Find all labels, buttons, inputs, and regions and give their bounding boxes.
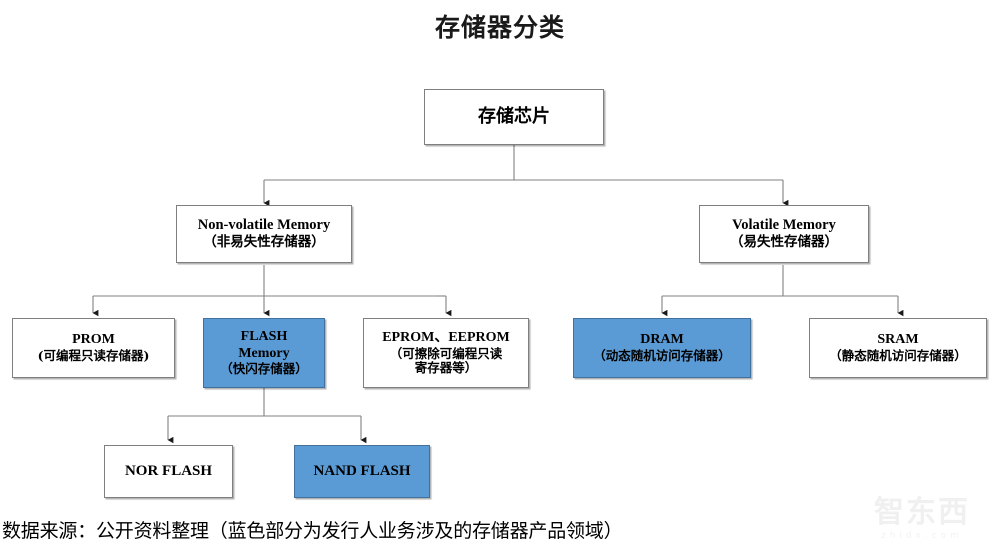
node-nand-flash[interactable]: NAND FLASH — [294, 445, 430, 498]
node-eprom-eeprom[interactable]: EPROM、EEPROM （可擦除可编程只读 寄存器等） — [363, 318, 529, 388]
watermark-url: zhidx.com — [880, 531, 964, 541]
node-label-line: （非易失性存储器） — [203, 233, 325, 250]
node-label-line: SRAM — [877, 332, 919, 348]
node-label-line: DRAM — [640, 332, 684, 348]
watermark: 智东西 zhidx.com — [852, 498, 992, 554]
node-sram[interactable]: SRAM （静态随机访问存储器） — [809, 318, 987, 378]
node-memory-chip[interactable]: 存储芯片 — [424, 89, 604, 145]
node-label-line: Non-volatile Memory — [197, 217, 331, 234]
node-label-line: FLASH — [240, 329, 288, 345]
data-source-note: 数据来源：公开资料整理（蓝色部分为发行人业务涉及的存储器产品领域） — [2, 520, 623, 542]
node-label-line: （可擦除可编程只读 — [389, 345, 503, 361]
page-title: 存储器分类 — [434, 13, 565, 42]
node-label-line: （易失性存储器） — [730, 233, 838, 250]
node-label-line: EPROM、EEPROM — [382, 329, 510, 345]
node-prom[interactable]: PROM (可编程只读存储器) — [12, 318, 175, 378]
node-label-line: NAND FLASH — [313, 462, 411, 479]
node-label-line: 寄存器等） — [414, 360, 478, 376]
watermark-logo: 智东西 — [874, 495, 970, 530]
node-label-line: (可编程只读存储器) — [37, 347, 150, 363]
node-label-line: PROM — [72, 332, 115, 348]
node-label-line: （静态随机访问存储器） — [829, 347, 967, 363]
node-label-line: Volatile Memory — [732, 217, 836, 234]
node-dram[interactable]: DRAM （动态随机访问存储器） — [573, 318, 751, 378]
node-label-line: （快闪存储器） — [220, 361, 308, 377]
node-label-line: NOR FLASH — [124, 462, 213, 479]
node-label-line: Memory — [238, 345, 290, 361]
node-label-line: （动态随机访问存储器） — [593, 347, 731, 363]
node-flash-memory[interactable]: FLASH Memory （快闪存储器） — [203, 318, 325, 388]
node-volatile-memory[interactable]: Volatile Memory （易失性存储器） — [699, 205, 869, 263]
node-label-line: 存储芯片 — [478, 106, 550, 128]
node-nor-flash[interactable]: NOR FLASH — [104, 445, 233, 498]
node-non-volatile-memory[interactable]: Non-volatile Memory （非易失性存储器） — [176, 205, 352, 263]
